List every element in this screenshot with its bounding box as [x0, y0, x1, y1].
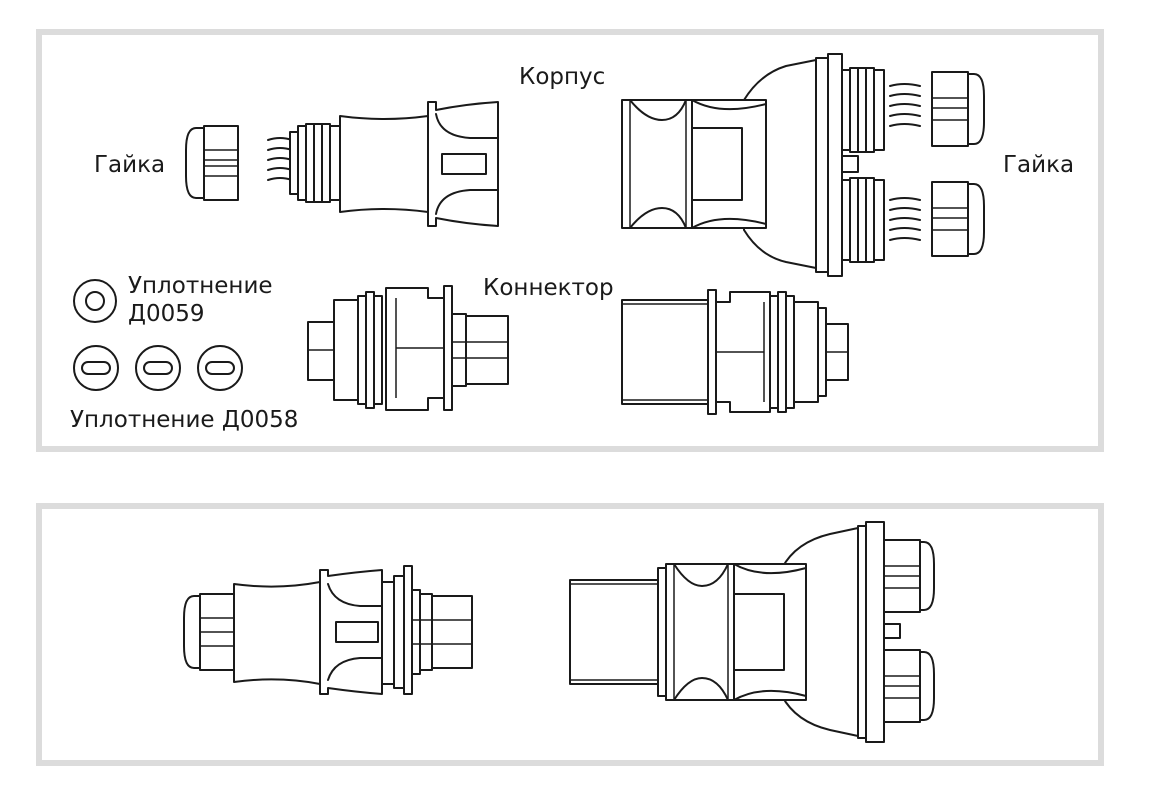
- seal-d0059-icon: [73, 279, 117, 323]
- label-seal-d0059-line1: Уплотнение: [128, 273, 273, 299]
- housing-right: [621, 53, 921, 277]
- connector-insert-female: [621, 289, 849, 415]
- seal-d0058-icon-2: [135, 345, 181, 391]
- nut-left-icon: [185, 125, 239, 201]
- label-seal-d0058: Уплотнение Д0058: [70, 407, 299, 433]
- seal-d0058-icon-3: [197, 345, 243, 391]
- label-connector: Коннектор: [483, 275, 614, 301]
- label-nut-left: Гайка: [94, 152, 166, 178]
- assembled-socket: [569, 521, 935, 743]
- label-seal-d0059-line2: Д0059: [128, 301, 205, 327]
- connector-insert-male: [307, 285, 509, 411]
- seal-d0058-icon-1: [73, 345, 119, 391]
- label-housing: Корпус: [519, 64, 606, 90]
- plug-body-left: [267, 101, 499, 227]
- nut-right-upper-icon: [931, 71, 985, 147]
- assembled-plug: [183, 565, 473, 695]
- label-nut-right: Гайка: [1003, 152, 1075, 178]
- nut-right-lower-icon: [931, 181, 985, 257]
